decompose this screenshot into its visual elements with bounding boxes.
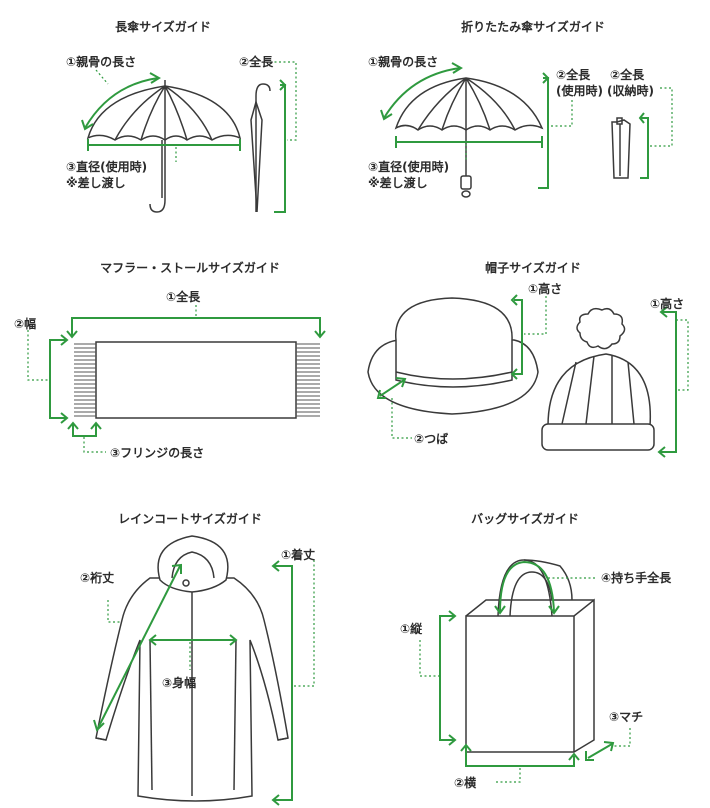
knit-hat-height-label: ①高さ bbox=[650, 297, 685, 311]
bag-width-label: ②横 bbox=[454, 776, 477, 790]
folding-umbrella-rib-arrow bbox=[380, 62, 463, 121]
long-umbrella-illustration bbox=[86, 80, 271, 213]
folding-umbrella-rib-label: ①親骨の長さ bbox=[368, 55, 439, 69]
bucket-hat-brim-arrow bbox=[376, 377, 412, 439]
bucket-hat-brim-label: ②つば bbox=[414, 432, 449, 446]
bag-height-arrow bbox=[419, 610, 457, 746]
long-umbrella-length-arrow bbox=[270, 61, 297, 213]
folding-umbrella-length-use-label: ②全長 bbox=[556, 68, 591, 82]
folding-umbrella-length-use-note: (使用時) bbox=[556, 84, 603, 98]
muffler-fringe-left bbox=[74, 343, 96, 417]
raincoat-body-width-label: ③身幅 bbox=[162, 676, 197, 690]
folding-umbrella-length-stored-arrow bbox=[638, 87, 673, 179]
muffler-fringe-right bbox=[296, 343, 320, 417]
folding-umbrella-length-stored-label: ②全長 bbox=[610, 68, 645, 82]
raincoat-sleeve-label: ②裄丈 bbox=[80, 571, 115, 585]
long-umbrella-title: 長傘サイズガイド bbox=[115, 20, 211, 34]
raincoat-title: レインコートサイズガイド bbox=[118, 512, 262, 526]
muffler-title: マフラー・ストールサイズガイド bbox=[100, 261, 280, 275]
long-umbrella-diameter-arrow bbox=[87, 139, 241, 162]
bag-illustration bbox=[465, 559, 595, 753]
muffler-width-label: ②幅 bbox=[14, 317, 37, 331]
muffler-length-arrow bbox=[66, 305, 326, 339]
folding-umbrella-length-stored-note: (収納時) bbox=[607, 84, 654, 98]
bucket-hat-height-arrow bbox=[510, 294, 547, 380]
long-umbrella-note-label: ※差し渡し bbox=[66, 176, 126, 190]
knit-hat-height-arrow bbox=[657, 306, 689, 458]
bucket-hat-illustration bbox=[367, 297, 539, 415]
raincoat-illustration bbox=[95, 535, 289, 802]
long-umbrella-rib-arrow bbox=[81, 69, 161, 131]
bag-gusset-arrow bbox=[585, 728, 631, 761]
raincoat-length-label: ①着丈 bbox=[281, 548, 316, 562]
bag-gusset-label: ③マチ bbox=[609, 710, 644, 724]
bag-height-label: ①縦 bbox=[400, 622, 423, 636]
bag-handle-arrow bbox=[494, 560, 596, 615]
folding-umbrella-title: 折りたたみ傘サイズガイド bbox=[461, 20, 605, 34]
muffler-illustration bbox=[74, 341, 320, 419]
raincoat-length-arrow bbox=[271, 560, 315, 806]
long-umbrella-length-label: ②全長 bbox=[239, 55, 274, 69]
raincoat-body-width-arrow bbox=[148, 634, 238, 670]
long-umbrella-rib-label: ①親骨の長さ bbox=[66, 55, 137, 69]
folding-umbrella-diameter-label: ③直径(使用時) bbox=[368, 160, 450, 174]
long-umbrella-diameter-label: ③直径(使用時) bbox=[66, 160, 148, 174]
bag-width-arrow bbox=[460, 743, 580, 783]
raincoat-sleeve-arrow bbox=[93, 563, 182, 732]
muffler-fringe-label: ③フリンジの長さ bbox=[110, 446, 205, 460]
knit-hat-illustration bbox=[541, 307, 655, 451]
bag-title: バッグサイズガイド bbox=[471, 512, 579, 526]
folding-umbrella-diameter-arrow bbox=[395, 136, 543, 160]
muffler-length-label: ①全長 bbox=[166, 290, 201, 304]
folding-umbrella-length-use-arrow bbox=[538, 72, 573, 189]
bag-handle-label: ④持ち手全長 bbox=[601, 571, 672, 585]
muffler-width-arrow bbox=[27, 330, 69, 424]
folding-umbrella-illustration bbox=[394, 77, 631, 198]
hat-title: 帽子サイズガイド bbox=[485, 261, 581, 275]
muffler-fringe-arrow bbox=[67, 421, 106, 453]
bucket-hat-height-label: ①高さ bbox=[528, 282, 563, 296]
folding-umbrella-note-label: ※差し渡し bbox=[368, 176, 428, 190]
